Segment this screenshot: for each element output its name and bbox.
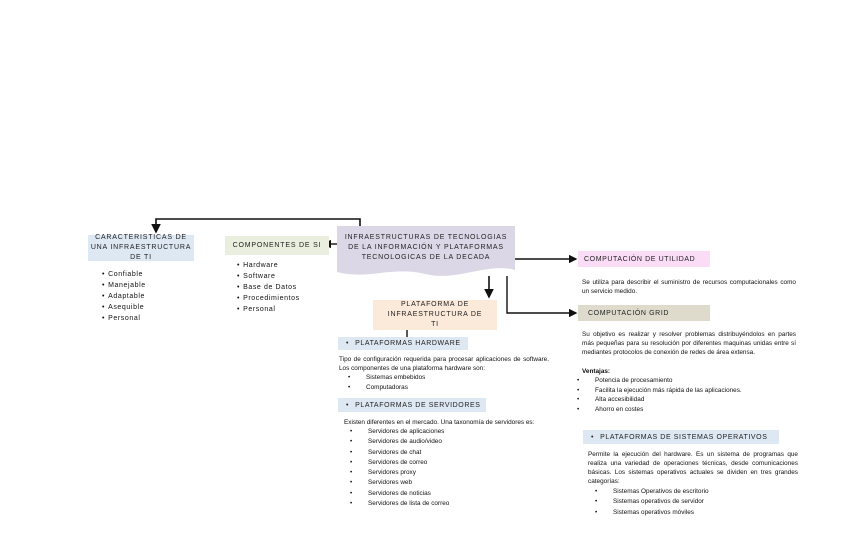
list-item: Servidores de aplicaciones	[340, 427, 449, 438]
list-item: Procedimientos	[237, 293, 300, 304]
plataforma-title: PLATAFORMA DE INFRAESTRUCTURA DE TI	[387, 301, 483, 328]
list-item: Potencia de procesamiento	[567, 376, 742, 386]
list-item: Servidores de chat	[340, 448, 449, 459]
plataformas-hardware-header: • PLATAFORMAS HARDWARE	[338, 337, 468, 350]
grid-text: Su objetivo es realizar y resolver probl…	[582, 331, 796, 356]
list-item: Sistemas embebidos	[338, 373, 425, 384]
list-item: Sistemas operativos de servidor	[585, 497, 709, 508]
arrow-to-caracteristicas	[151, 218, 361, 234]
list-item: Servidores web	[340, 478, 449, 489]
list-item: Sistemas operativos móviles	[585, 508, 709, 519]
list-item: Servidores proxy	[340, 468, 449, 479]
caracteristicas-list: Confiable Manejable Adaptable Asequible …	[102, 269, 146, 324]
list-item: Facilita la ejecución más rápida de las …	[567, 386, 742, 396]
list-item: Software	[237, 271, 300, 282]
list-item: Asequible	[102, 302, 146, 313]
plataformas-servidores-list: Servidores de aplicaciones Servidores de…	[340, 427, 449, 510]
list-item: Servidores de correo	[340, 458, 449, 469]
bullet-icon: •	[346, 401, 350, 409]
plataformas-hardware-list: Sistemas embebidos Computadoras	[338, 373, 425, 394]
list-item: Personal	[102, 313, 146, 324]
central-node: INFRAESTRUCTURAS DE TECNOLOGIAS DE LA IN…	[337, 228, 515, 268]
list-item: Alta accesibilidad	[567, 395, 742, 405]
sistemas-operativos-header: • PLATAFORMAS DE SISTEMAS OPERATIVOS	[583, 430, 779, 444]
list-item: Confiable	[102, 269, 146, 280]
central-node-shape	[337, 226, 515, 276]
plataformas-servidores-text: Existen diferentes en el mercado. Una ta…	[344, 419, 535, 426]
caracteristicas-title: CARACTERISTICAS DE UNA INFRAESTRUCTURA D…	[90, 234, 192, 261]
list-item: Hardware	[237, 260, 300, 271]
sistemas-operativos-text: Permite la ejecución del hardware. Es un…	[588, 451, 798, 485]
componentes-title: COMPONENTES DE SI	[232, 241, 322, 249]
grid-title: COMPUTACIÓN GRID	[588, 309, 670, 317]
list-item: Adaptable	[102, 291, 146, 302]
grid-node: COMPUTACIÓN GRID	[578, 305, 710, 321]
plataformas-servidores-header: • PLATAFORMAS DE SERVIDORES	[338, 398, 486, 412]
list-item: Servidores de audio/video	[340, 437, 449, 448]
caracteristicas-node: CARACTERISTICAS DE UNA INFRAESTRUCTURA D…	[88, 234, 194, 261]
list-item: Ahorro en costes	[567, 405, 742, 415]
grid-ventajas-label: Ventajas:	[582, 368, 611, 375]
list-item: Personal	[237, 304, 300, 315]
central-node-title: INFRAESTRUCTURAS DE TECNOLOGIAS DE LA IN…	[344, 234, 508, 261]
plataformas-servidores-title: PLATAFORMAS DE SERVIDORES	[355, 401, 481, 409]
componentes-list: Hardware Software Base de Datos Procedim…	[237, 260, 300, 315]
arrow-to-grid	[506, 276, 578, 318]
bullet-icon: •	[346, 340, 350, 347]
bullet-icon: •	[591, 433, 595, 441]
list-item: Base de Datos	[237, 282, 300, 293]
list-item: Sistemas Operativos de escritorio	[585, 487, 709, 498]
utilidad-node: COMPUTACIÓN DE UTILIDAD	[578, 251, 710, 267]
list-item: Manejable	[102, 280, 146, 291]
utilidad-title: COMPUTACIÓN DE UTILIDAD	[584, 255, 696, 263]
plataformas-hardware-title: PLATAFORMAS HARDWARE	[355, 340, 461, 347]
sistemas-operativos-list: Sistemas Operativos de escritorio Sistem…	[585, 487, 709, 518]
plataforma-node: PLATAFORMA DE INFRAESTRUCTURA DE TI	[373, 300, 497, 330]
sistemas-operativos-title: PLATAFORMAS DE SISTEMAS OPERATIVOS	[600, 433, 768, 441]
componentes-node: COMPONENTES DE SI	[225, 236, 329, 255]
list-item: Computadoras	[338, 383, 425, 394]
list-item: Servidores de noticias	[340, 489, 449, 500]
plataformas-hardware-text: Tipo de configuración requerida para pro…	[339, 356, 549, 372]
grid-ventajas-list: Potencia de procesamiento Facilita la ej…	[567, 376, 742, 414]
list-item: Servidores de lista de correo	[340, 499, 449, 510]
utilidad-text: Se utiliza para describir el suministro …	[582, 279, 796, 295]
